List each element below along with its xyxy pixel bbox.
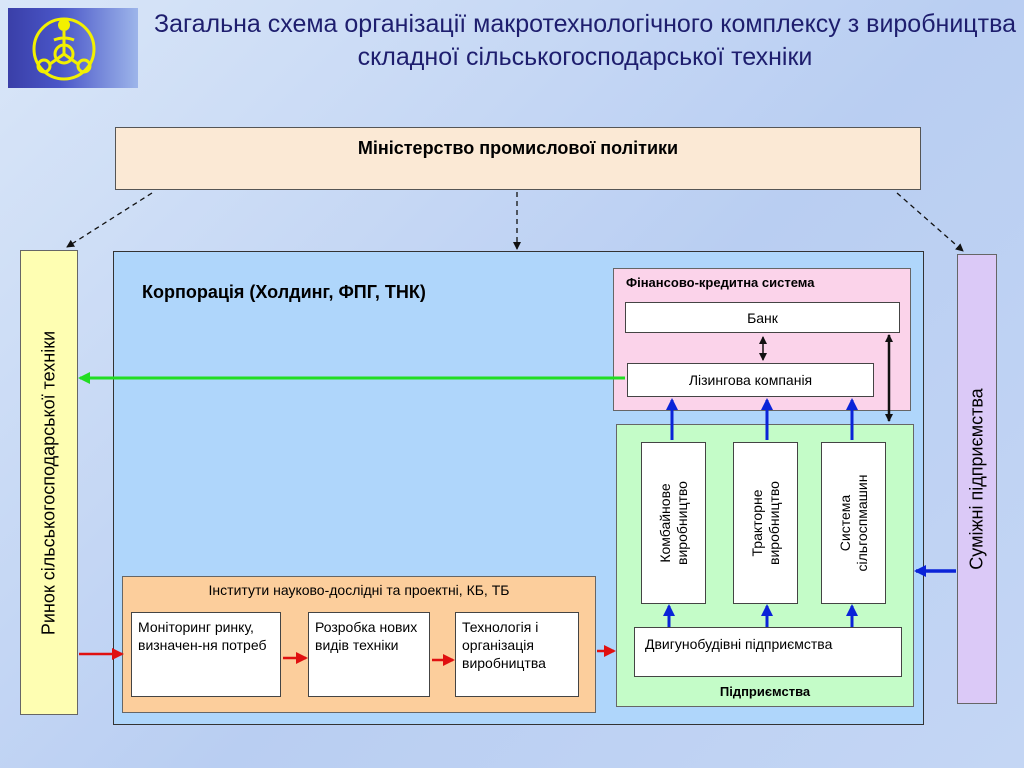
tractor-production-label: Тракторне виробництво	[748, 481, 782, 565]
page-title: Загальна схема організації макротехнолог…	[154, 10, 1016, 71]
farm-machinery-system-box: Система сільгоспмашин	[821, 442, 886, 604]
leasing-company-label: Лізингова компанія	[688, 372, 813, 388]
tractor-production-box: Тракторне виробництво	[733, 442, 798, 604]
corporation-label: Корпорація (Холдинг, ФПГ, ТНК)	[142, 282, 426, 302]
technology-box: Технологія і організація виробництва	[455, 612, 579, 697]
leasing-company-box: Лізингова компанія	[627, 363, 874, 397]
market-monitoring-box: Моніторинг ринку, визначен-ня потреб	[131, 612, 281, 697]
finance-system-label: Фінансово-кредитна система	[626, 275, 815, 290]
technology-label: Технологія і організація виробництва	[462, 619, 546, 671]
bank-box: Банк	[625, 302, 900, 333]
ministry-to-adjacent-arrow	[896, 192, 964, 252]
development-box: Розробка нових видів техніки	[308, 612, 430, 697]
development-label: Розробка нових видів техніки	[315, 619, 418, 653]
engine-building-label: Двигунобудівні підприємства	[645, 636, 833, 652]
market-label: Ринок сільськогосподарської техніки	[38, 330, 59, 635]
ministry-to-market-arrow	[66, 192, 153, 248]
engine-building-box: Двигунобудівні підприємства	[634, 627, 902, 677]
combine-production-box: Комбайнове виробництво	[641, 442, 706, 604]
ministry-label: Міністерство промислової політики	[357, 138, 679, 158]
ministry-box: Міністерство промислової політики	[115, 127, 921, 190]
bank-label: Банк	[747, 310, 778, 326]
market-monitoring-label: Моніторинг ринку, визначен-ня потреб	[138, 619, 267, 653]
logo	[8, 8, 138, 88]
institutes-label: Інститути науково-дослідні та проектні, …	[208, 582, 510, 598]
combine-production-label: Комбайнове виробництво	[656, 481, 690, 565]
market-box: Ринок сільськогосподарської техніки	[20, 250, 78, 715]
adjacent-enterprises-label: Суміжні підприємства	[966, 388, 987, 570]
enterprises-label: Підприємства	[719, 684, 811, 699]
farm-machinery-system-label: Система сільгоспмашин	[836, 474, 870, 572]
logo-emblem-icon	[32, 17, 96, 81]
adjacent-enterprises-box: Суміжні підприємства	[957, 254, 997, 704]
